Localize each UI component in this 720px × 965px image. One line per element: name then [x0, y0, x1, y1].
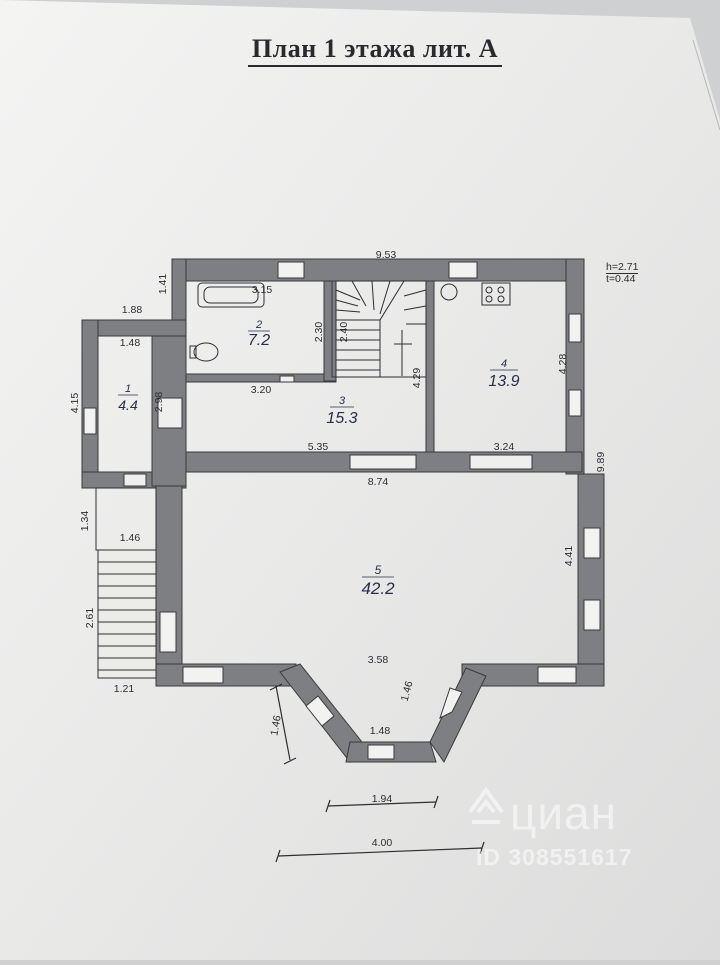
fixtures	[189, 282, 511, 362]
dimension-lines	[269, 683, 485, 863]
dim-stair-width: 2.40	[338, 322, 350, 343]
room-4-number: 4	[501, 358, 507, 370]
room-1-area: 4.4	[118, 397, 138, 413]
dim-kitchen-width: 3.24	[494, 441, 515, 453]
height-thickness-note: h=2.71 t=0.44	[606, 261, 639, 285]
room-labels: 1 4.4 2 7.2 3 15.3 4 13.9 5 42.2	[118, 319, 520, 598]
dim-bath-width: 3.15	[252, 284, 273, 296]
dim-bay-side-left: 1.46	[268, 714, 283, 736]
dim-corridor-width: 5.35	[308, 441, 329, 453]
room-5-number: 5	[375, 563, 382, 577]
dim-ext-width: 1.88	[122, 304, 143, 316]
dim-vest-height: 4.15	[69, 393, 81, 414]
dim-steps-height: 2.61	[84, 608, 96, 629]
room-3-area: 15.3	[326, 410, 357, 427]
plan-title: План 1 этажа лит. А	[0, 34, 720, 67]
cian-logo-icon	[468, 786, 504, 824]
dim-hall-height: 4.41	[563, 546, 575, 567]
dim-bay-front: 1.48	[370, 725, 391, 737]
dim-bath-height: 2.30	[313, 322, 325, 343]
dim-porch-height: 1.34	[79, 511, 91, 532]
watermark-brand: циан	[510, 787, 618, 839]
room-3-number: 3	[339, 395, 346, 407]
dim-kitchen-height: 4.28	[557, 354, 569, 375]
windows	[83, 261, 601, 760]
height-note: h=2.71	[606, 261, 639, 274]
bathtub-icon	[197, 282, 265, 308]
watermark: циан ID 308551617	[462, 782, 682, 882]
dim-hall-bottom: 3.58	[368, 654, 389, 666]
room-5-area: 42.2	[361, 579, 395, 598]
room-2-number: 2	[255, 319, 262, 331]
dim-corridor-wall: 3.20	[251, 384, 272, 396]
dim-vest-width: 1.48	[120, 337, 141, 349]
dim-stair-height: 4.29	[411, 368, 423, 389]
porch-landing	[95, 487, 157, 551]
paper-edge	[692, 39, 720, 131]
stove-icon	[481, 282, 511, 306]
toilet-icon	[193, 342, 219, 362]
dimension-labels: 9.53 3.15 2.30 2.40 4.29 4.28 3.20 5.35 …	[69, 249, 607, 849]
room-4-area: 13.9	[488, 373, 519, 390]
room-2-area: 7.2	[248, 332, 270, 349]
dim-vest-door: 2.98	[153, 392, 165, 413]
dim-hall-width: 8.74	[368, 476, 389, 488]
dim-ext-top: 1.41	[157, 274, 169, 295]
dim-steps-width: 1.21	[114, 683, 135, 695]
dim-porch-width: 1.46	[120, 532, 141, 544]
dim-bay-inner: 1.94	[372, 793, 393, 805]
porch-steps	[97, 549, 157, 679]
doorways	[123, 375, 533, 487]
sink-icon	[440, 283, 458, 301]
thickness-note: t=0.44	[606, 273, 636, 285]
dim-right-height: 9.89	[595, 452, 607, 473]
dim-bay-outer: 4.00	[372, 837, 393, 849]
watermark-listing-id: ID 308551617	[476, 844, 633, 870]
dim-bay-side-right: 1.46	[399, 680, 416, 703]
dim-top-width: 9.53	[376, 249, 397, 261]
room-1-number: 1	[125, 383, 131, 395]
plan-title-text: План 1 этажа лит. А	[247, 34, 503, 67]
staircase	[335, 280, 427, 378]
